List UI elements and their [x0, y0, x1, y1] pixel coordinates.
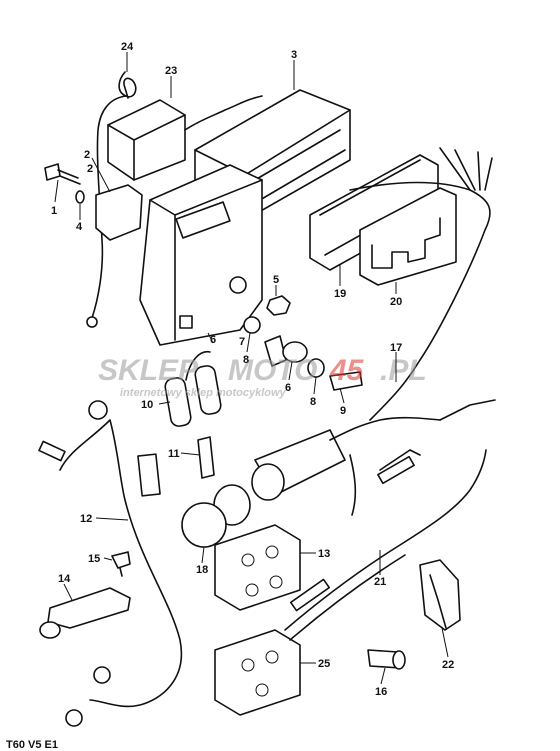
connector-right — [379, 449, 421, 471]
callout-22: 22 — [442, 659, 454, 671]
callout-12: 12 — [80, 513, 92, 525]
callout-5: 5 — [273, 274, 279, 286]
watermark-brand-num: 45 — [329, 354, 365, 387]
callout-3: 3 — [291, 49, 297, 61]
bracket-2-plate — [139, 164, 263, 346]
ring-terminal-b — [93, 666, 111, 684]
bolt-9 — [329, 371, 363, 391]
capacitor-leads — [185, 351, 211, 381]
relay-24-body — [107, 99, 186, 181]
grommet-6 — [282, 341, 308, 363]
callout-13: 13 — [318, 548, 330, 560]
grommet-23 — [214, 629, 301, 716]
clip-2 — [95, 184, 143, 241]
cover-22-edge — [429, 574, 447, 629]
grommet-13 — [214, 524, 301, 611]
ring-terminal-a — [88, 400, 108, 420]
callout-10: 10 — [141, 399, 153, 411]
ring-terminal-c — [65, 709, 83, 727]
callout-19: 19 — [334, 288, 346, 300]
fuse-11 — [197, 436, 215, 479]
bullet-connector — [38, 440, 66, 462]
callout-21: 21 — [374, 576, 386, 588]
card-20-circuit — [371, 217, 441, 269]
bracket-2-label-plate — [175, 201, 231, 239]
watermark-brand-tld: .PL — [380, 354, 427, 387]
diagram-code: T60 V5 E1 — [6, 739, 58, 751]
capacitor-10b — [194, 365, 222, 415]
callout-leaders — [54, 52, 449, 685]
main-harness-17 — [349, 181, 491, 421]
relay-24-wire — [184, 95, 263, 131]
callout-8b: 8 — [310, 396, 316, 408]
callout-8a: 8 — [243, 354, 249, 366]
wire-tail-right — [439, 399, 496, 421]
callout-6b: 6 — [285, 382, 291, 394]
callout-9: 9 — [340, 405, 346, 417]
screw-15-shank — [119, 567, 123, 577]
harness-12 — [59, 419, 183, 708]
fuse-box-cap — [251, 463, 285, 501]
callout-11: 11 — [168, 448, 180, 460]
callout-20: 20 — [390, 296, 402, 308]
bracket-14-eye — [39, 621, 61, 639]
housing-3-ribs — [254, 129, 346, 201]
watermark-brand-mid: MOTO — [228, 354, 317, 387]
watermark: SKLEP MOTO 45 .PL internetowy sklep moto… — [98, 354, 427, 399]
harness-21-plug — [289, 578, 331, 612]
callout-17: 17 — [390, 342, 402, 354]
callout-7: 7 — [239, 336, 245, 348]
callout-23: 25 — [318, 658, 330, 670]
watermark-brand-left: SKLEP — [98, 354, 199, 387]
bracket-14 — [47, 587, 131, 629]
watermark-tagline: internetowy sklep motocyklowy — [120, 387, 287, 399]
harness-21-b — [289, 554, 406, 641]
capacitor-10a — [164, 377, 192, 427]
callout-15: 15 — [88, 553, 100, 565]
callout-6a: 6 — [210, 334, 216, 346]
callout-14: 14 — [58, 573, 71, 585]
plug-right — [377, 455, 415, 485]
callout-16: 16 — [375, 686, 387, 698]
bracket-2-edges — [149, 179, 263, 341]
callout-1: 1 — [51, 205, 57, 217]
wire-down-1 — [349, 454, 357, 516]
harness-21 — [284, 449, 487, 631]
callout-18: 18 — [196, 564, 208, 576]
callout-2b: 2 — [87, 163, 93, 175]
callout-24: 23 — [165, 65, 177, 77]
washer-8a — [243, 316, 261, 334]
wire-loop-25 — [118, 71, 137, 99]
relay-24-edges — [107, 114, 186, 181]
bracket-2-tab — [179, 315, 193, 329]
washer-4 — [75, 190, 85, 204]
cover-22 — [419, 559, 461, 631]
cap-18 — [181, 502, 227, 548]
bolt-1-head — [44, 163, 61, 181]
spacer — [264, 335, 287, 367]
card-20 — [359, 187, 457, 286]
callout-25: 24 — [121, 41, 134, 53]
bolt-1-shank — [57, 169, 81, 185]
nut-5 — [266, 295, 291, 316]
bracket-2-hole — [229, 276, 247, 294]
harness-branch — [329, 416, 441, 441]
wire-to-terminal — [91, 95, 127, 319]
callout-4: 4 — [76, 221, 83, 233]
ring-terminal — [86, 316, 98, 328]
plug-16-end — [392, 650, 406, 670]
callout-labels: 24 23 3 2 1 4 5 8 6 6 8 9 10 11 12 13 14… — [51, 41, 454, 698]
callout-2a: 2 — [84, 149, 90, 161]
upper-wire-tails — [439, 147, 493, 191]
connector-block-left — [137, 453, 161, 497]
wiring-harness-line-art — [38, 71, 496, 727]
screw-15-head — [111, 551, 131, 569]
